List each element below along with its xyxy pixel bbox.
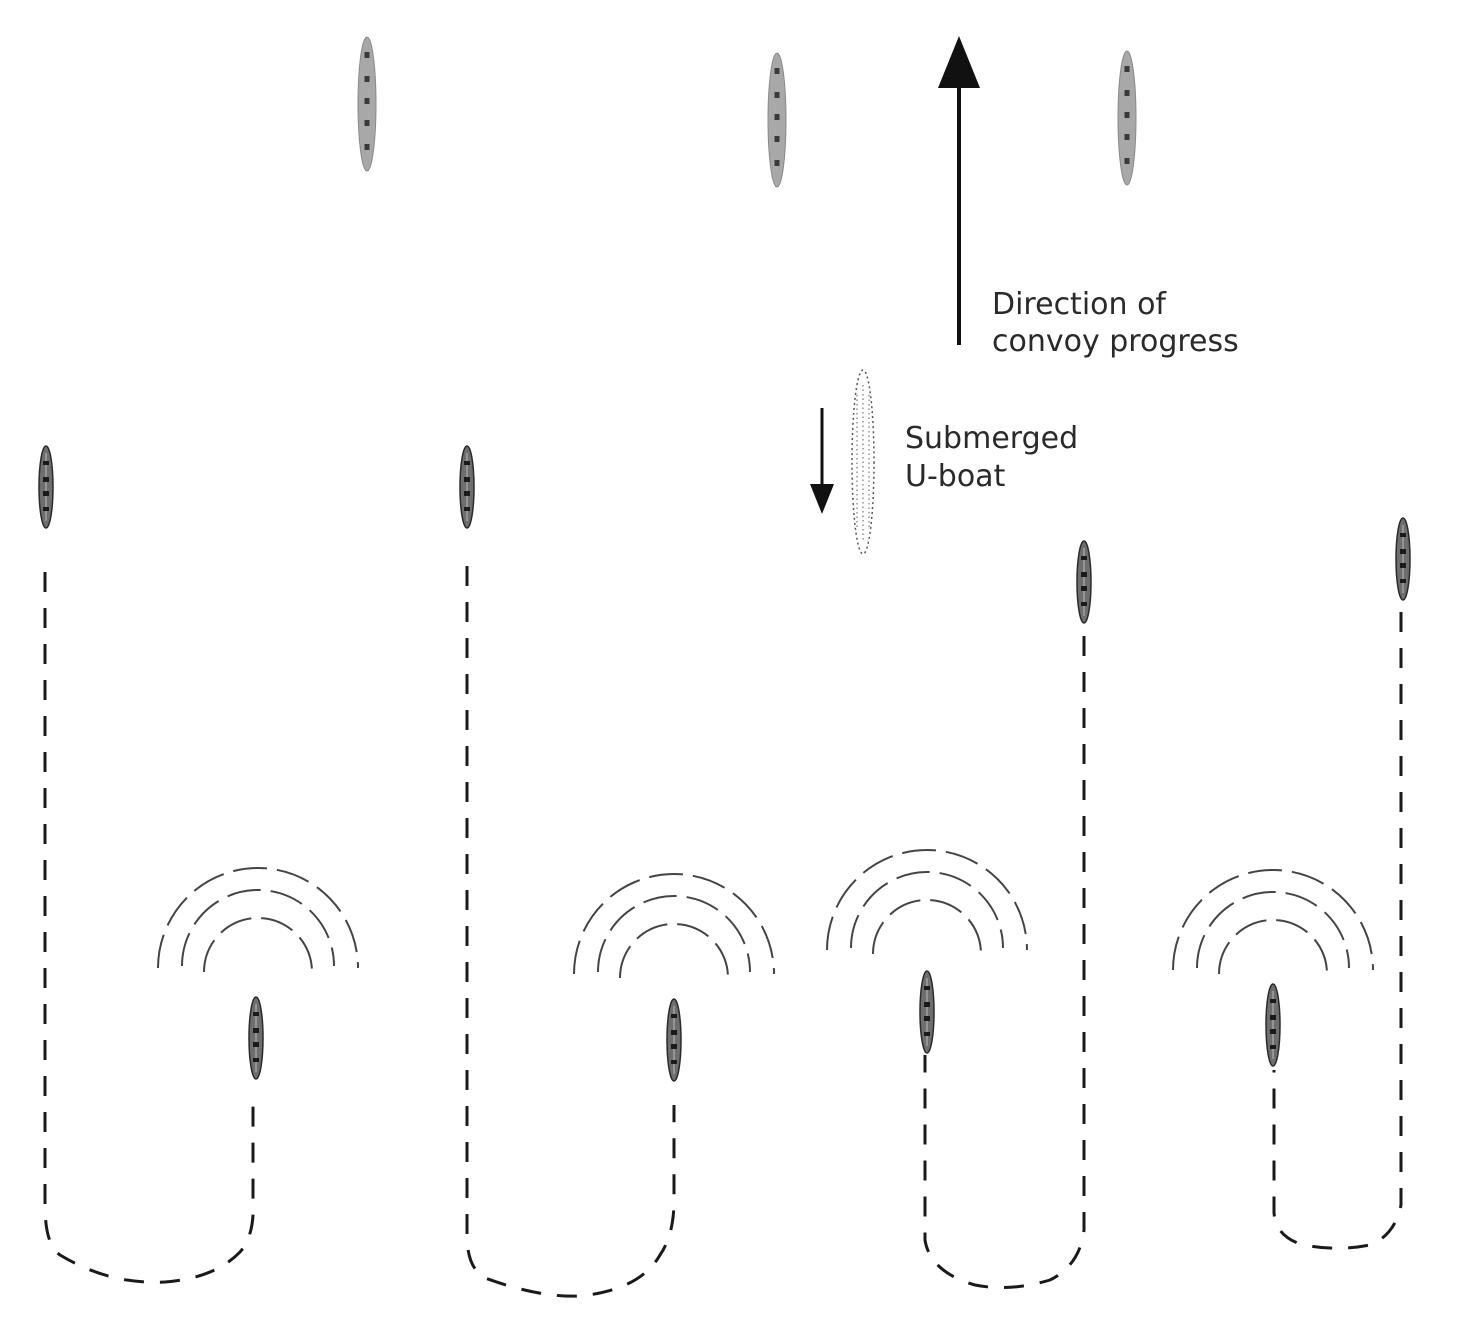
arrow-down-icon [810, 484, 834, 514]
escort-ship-icon [459, 445, 475, 529]
escort-track-2 [465, 566, 676, 1298]
merchant-ship-icon [767, 52, 787, 188]
uboat-label-line1: Submerged [905, 421, 1078, 456]
escort-ship-icon [38, 445, 54, 529]
escort-tracks [43, 566, 1403, 1298]
uboat-direction-arrow [810, 408, 834, 514]
escort-ship-icon [248, 996, 264, 1080]
merchant-ship-icon [357, 36, 377, 172]
convoy-direction-label-line2: convoy progress [992, 324, 1239, 359]
sonar-pulse-icon [573, 873, 775, 979]
merchant-ship-icon [1117, 50, 1137, 186]
escort-track-1 [43, 572, 255, 1284]
escort-ships [38, 445, 1411, 1082]
merchant-ships [357, 36, 1137, 188]
escort-ship-icon [1076, 540, 1092, 624]
sonar-pulse-icon [157, 867, 359, 973]
convoy-direction-label-line1: Direction of [992, 287, 1167, 322]
escort-track-4 [1272, 612, 1403, 1250]
sonar-pulse-icon [826, 849, 1028, 955]
convoy-direction-arrow [938, 36, 980, 345]
escort-ship-icon [1395, 517, 1411, 601]
escort-ship-icon [666, 998, 682, 1082]
escort-ship-icon [919, 970, 935, 1054]
escort-track-3 [923, 636, 1086, 1290]
uboat-label-line2: U-boat [905, 459, 1006, 494]
sonar-pulses [157, 849, 1374, 979]
submerged-uboat-icon [851, 369, 875, 555]
sonar-pulse-icon [1172, 869, 1374, 975]
escort-ship-icon [1265, 983, 1281, 1067]
arrow-up-icon [938, 36, 980, 88]
